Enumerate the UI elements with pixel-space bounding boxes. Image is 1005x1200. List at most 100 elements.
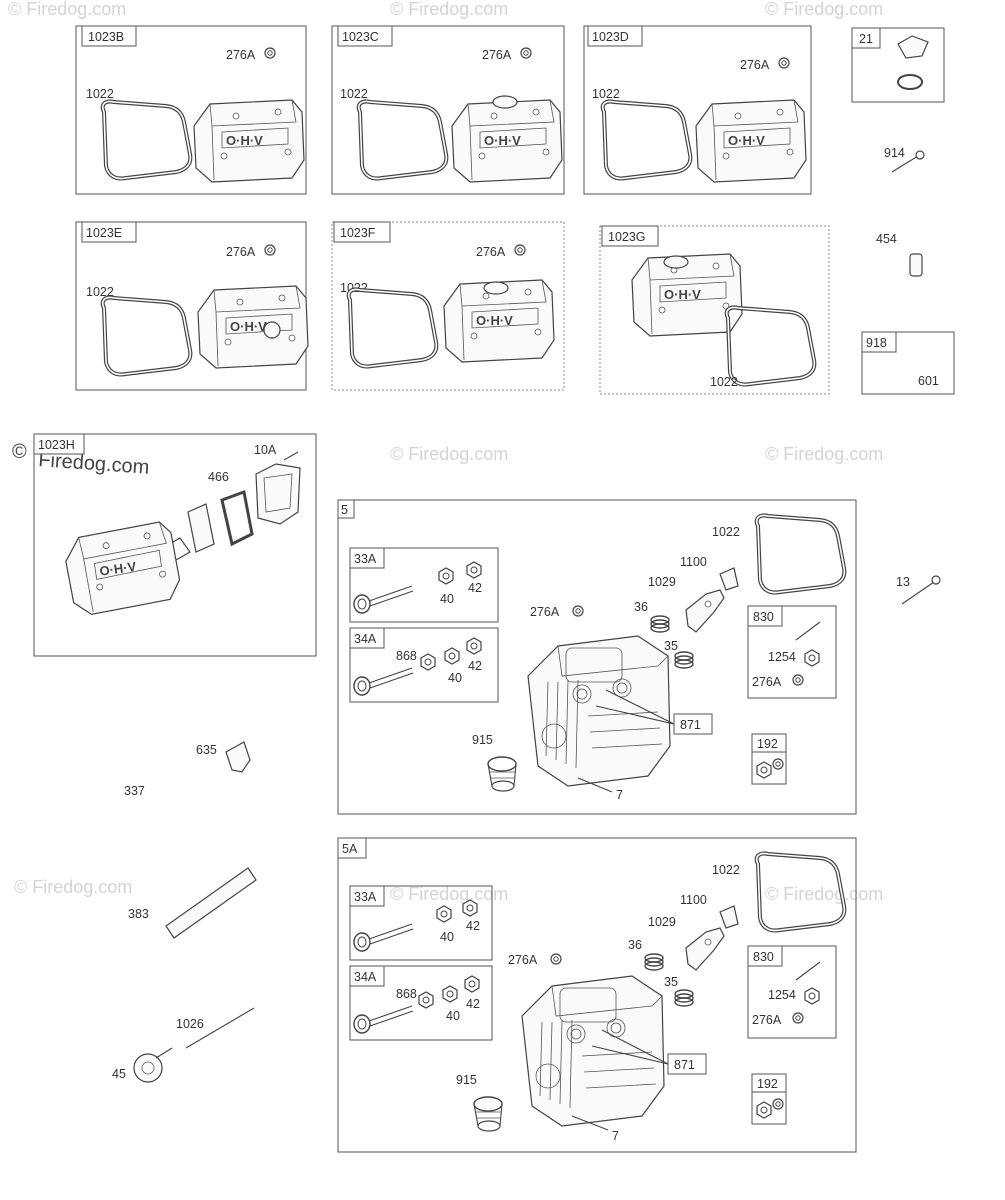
watermark-text: © Firedog.com xyxy=(390,884,508,904)
seal-icon xyxy=(420,653,436,671)
gasket-icon xyxy=(754,513,847,595)
seal-icon xyxy=(514,244,526,256)
part-label-276a: 276A xyxy=(740,58,770,72)
sub-kit-34a: 34A 868 40 42 xyxy=(349,627,499,703)
dipstick-icon xyxy=(185,1007,255,1049)
spring-icon xyxy=(674,989,694,1007)
sub-kit-tag: 34A xyxy=(354,632,377,646)
stud-icon xyxy=(795,961,821,981)
tube-assembly-icon xyxy=(165,867,257,939)
part-label-36: 36 xyxy=(634,600,648,614)
kit-1023b: 1023B 276A 1022 xyxy=(75,25,307,195)
gasket-icon xyxy=(724,305,817,387)
nut-icon xyxy=(756,761,772,779)
part-label-868: 868 xyxy=(396,987,417,1001)
keeper-icon xyxy=(462,899,478,917)
kit-tag-box xyxy=(81,25,137,47)
sub-kit-tag: 33A xyxy=(354,552,377,566)
part-label-42: 42 xyxy=(466,919,480,933)
kit-tag: 1023F xyxy=(340,226,376,240)
dipstick-tube-icon xyxy=(133,1053,163,1083)
kit-tag: 918 xyxy=(866,336,887,350)
watermark-text: © Firedog.com xyxy=(8,0,126,19)
keeper-icon xyxy=(466,561,482,579)
part-label-10a: 10A xyxy=(254,443,277,457)
breather-tube-icon xyxy=(473,1096,503,1132)
part-label-1029: 1029 xyxy=(648,915,676,929)
kit-tag-box xyxy=(861,331,897,353)
part-label-42: 42 xyxy=(466,997,480,1011)
kit-tag: 1023E xyxy=(86,226,122,240)
valve-icon xyxy=(353,1005,414,1034)
kit-tag-box xyxy=(601,225,659,247)
spring-icon xyxy=(674,651,694,669)
part-454: 454 xyxy=(876,232,923,277)
valve-cover-icon xyxy=(631,253,743,337)
gasket-icon xyxy=(600,99,693,181)
part-label-45: 45 xyxy=(112,1067,126,1081)
sub-kit-tag: 33A xyxy=(354,890,377,904)
sub-kit-192: 192 xyxy=(751,1073,787,1125)
watermark-copyright-symbol: © xyxy=(12,441,27,463)
sub-kit-33a: 33A 40 42 xyxy=(349,547,499,623)
kit-1023e: 1023E 276A 1022 xyxy=(75,221,309,391)
part-label-276a: 276A xyxy=(530,605,560,619)
keeper-icon xyxy=(466,637,482,655)
part-label-36: 36 xyxy=(628,938,642,952)
rocker-arm-icon xyxy=(685,927,725,971)
watermark-text: © Firedog.com xyxy=(765,884,883,904)
part-13: 13 xyxy=(896,575,941,605)
kit-tag-box xyxy=(587,25,643,47)
bolt-icon xyxy=(891,155,919,173)
part-label-871: 871 xyxy=(680,718,701,732)
part-label-276a: 276A xyxy=(226,48,256,62)
kit-tag-box xyxy=(851,27,881,49)
part-label-1022: 1022 xyxy=(712,863,740,877)
nut-icon xyxy=(804,987,820,1005)
kit-tag-box xyxy=(33,433,85,455)
rocker-arm-icon xyxy=(685,589,725,633)
nut-icon xyxy=(804,649,820,667)
sub-kit-tag: 192 xyxy=(757,737,778,751)
seal-icon xyxy=(520,47,532,59)
fill-cap-icon xyxy=(492,95,518,109)
kit-tag: 1023D xyxy=(592,30,629,44)
seal-icon xyxy=(792,1012,804,1024)
seal-icon xyxy=(792,674,804,686)
sub-kit-830: 830 1254 276A xyxy=(747,605,837,699)
kit-tag-box xyxy=(81,221,137,243)
o-ring-icon xyxy=(897,74,923,90)
watermarks: © Firedog.com © Firedog.com © Firedog.co… xyxy=(8,0,883,904)
part-label-1254: 1254 xyxy=(768,988,796,1002)
seal-icon xyxy=(264,244,276,256)
breather-tube-icon xyxy=(487,756,517,792)
part-label-1022: 1022 xyxy=(592,87,620,101)
valve-icon xyxy=(353,585,414,614)
part-label-40: 40 xyxy=(446,1009,460,1023)
part-label-35: 35 xyxy=(664,639,678,653)
part-label-276a: 276A xyxy=(752,675,782,689)
fill-cap-icon xyxy=(483,281,509,295)
part-label-1100: 1100 xyxy=(680,893,707,907)
part-label-914: 914 xyxy=(884,146,905,160)
kit-tag: 1023C xyxy=(342,30,379,44)
gasket-icon xyxy=(100,99,193,181)
part-label-635: 635 xyxy=(196,743,217,757)
part-label-35: 35 xyxy=(664,975,678,989)
assembly-tag-box xyxy=(337,499,355,519)
sub-kit-192: 192 xyxy=(751,733,787,785)
part-label-1022: 1022 xyxy=(86,87,114,101)
nut-icon xyxy=(756,1101,772,1119)
kit-1023c: 1023C 276A 1022 xyxy=(331,25,565,195)
kit-tag: 1023H xyxy=(38,438,75,452)
dowel-pin-icon xyxy=(909,253,923,277)
seal-icon xyxy=(550,953,562,965)
watermark-text: © Firedog.com xyxy=(14,877,132,897)
screw-icon xyxy=(283,451,299,461)
part-label-7: 7 xyxy=(616,788,623,802)
dipstick-cap-icon xyxy=(897,35,929,59)
part-label-276a: 276A xyxy=(482,48,512,62)
fill-cap-icon xyxy=(663,255,689,269)
part-label-337: 337 xyxy=(124,784,145,798)
assembly-tag: 5 xyxy=(341,503,348,517)
